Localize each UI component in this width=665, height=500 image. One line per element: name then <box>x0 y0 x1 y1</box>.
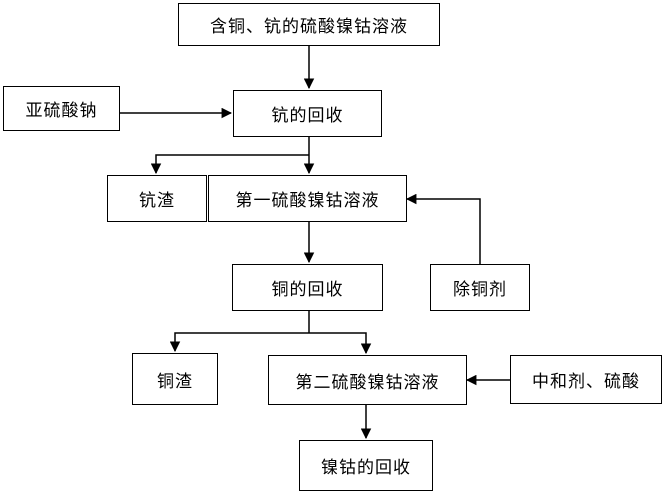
second-solution-box: 第二硫酸镍钴溶液 <box>268 355 467 405</box>
copper-recovery-box: 铜的回收 <box>232 264 383 311</box>
source-solution-box: 含铜、钪的硫酸镍钴溶液 <box>178 3 440 46</box>
arrow-remover-to-first-solution <box>405 193 481 264</box>
copper-slag-box: 铜渣 <box>132 353 218 405</box>
arrow-to-second-solution <box>309 332 372 355</box>
arrow-to-copper-slag <box>169 332 309 353</box>
first-solution-box: 第一硫酸镍钴溶液 <box>208 175 407 222</box>
sodium-sulfite-box: 亚硫酸钠 <box>3 86 120 131</box>
copper-remover-box: 除铜剂 <box>430 264 530 311</box>
neutralizer-acid-box: 中和剂、硫酸 <box>510 355 662 404</box>
scandium-slag-box: 钪渣 <box>107 175 207 222</box>
arrow-to-scandium-slag <box>150 154 309 175</box>
scandium-recovery-box: 钪的回收 <box>233 90 382 137</box>
nickel-cobalt-recovery-box: 镍钴的回收 <box>299 440 433 491</box>
